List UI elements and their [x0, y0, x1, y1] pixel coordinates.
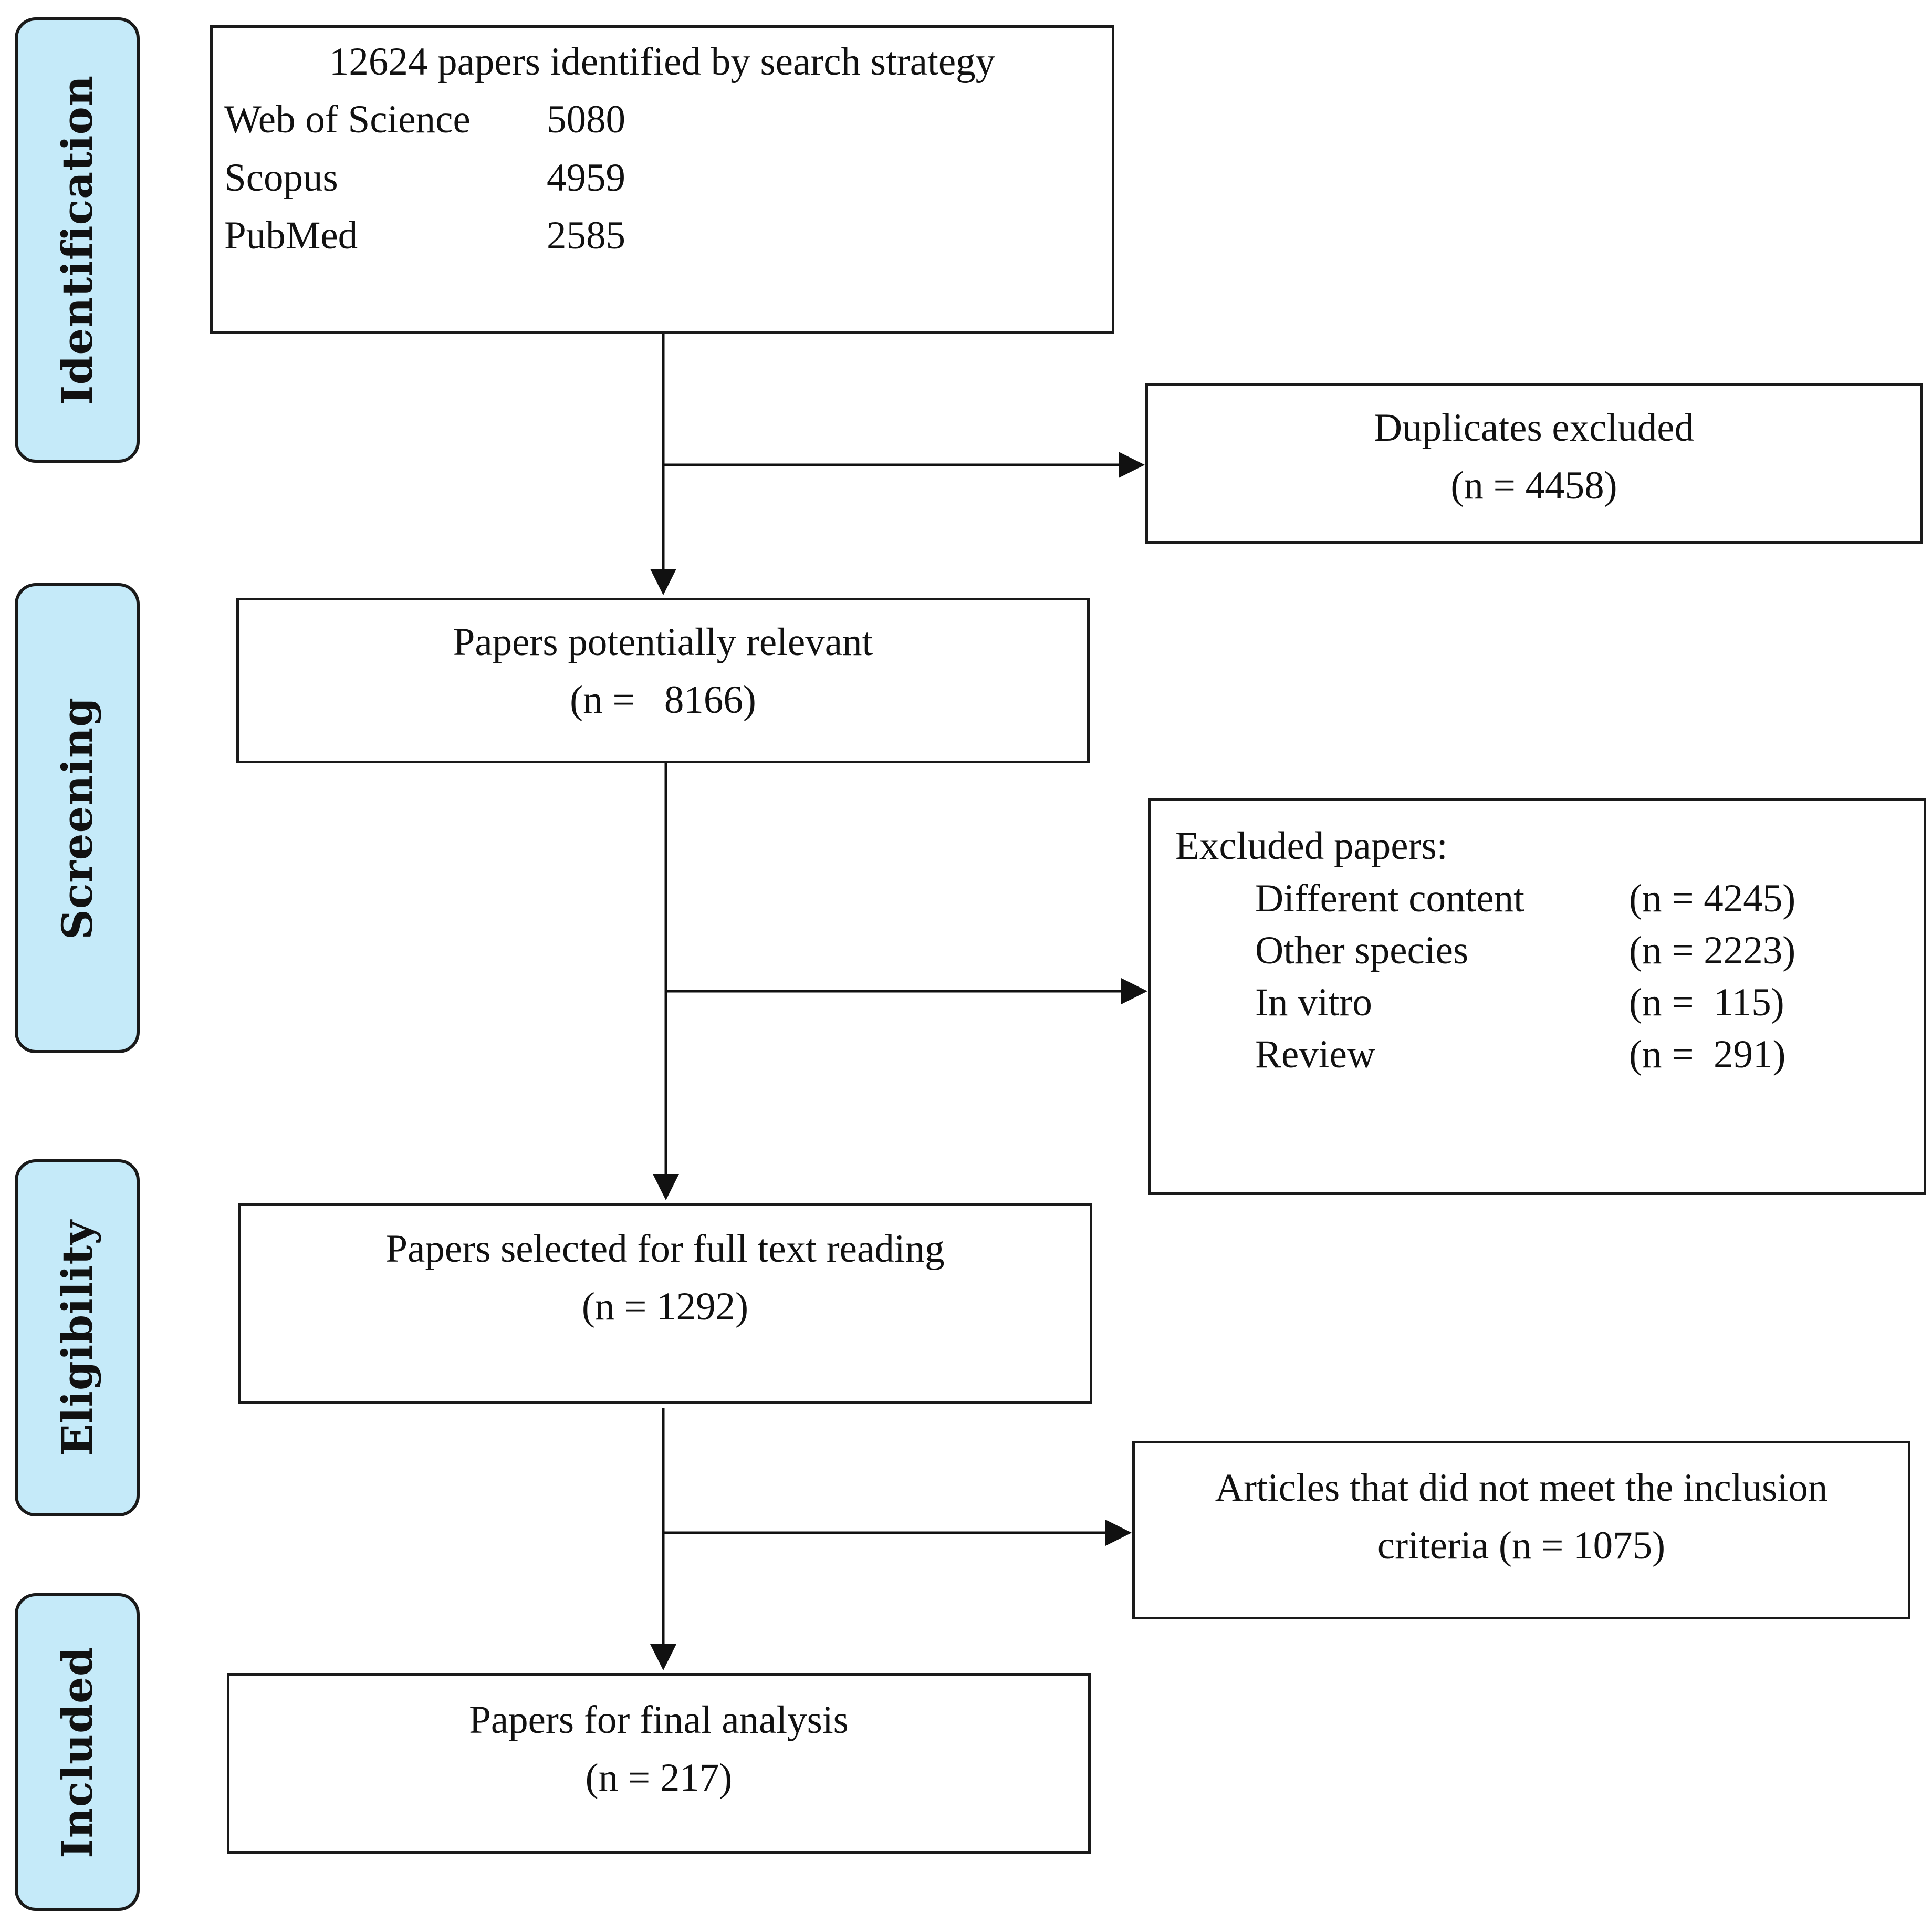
arrowhead-fulltext — [653, 1174, 679, 1200]
arrowhead-final — [650, 1644, 676, 1670]
excluded-count: (n = 291) — [1629, 1033, 1786, 1076]
stage-eligibility: Eligibility — [15, 1159, 140, 1516]
relevant-count: (n = 8166) — [570, 678, 756, 722]
arrowhead-criteria — [1105, 1520, 1132, 1546]
duplicates-box: Duplicates excluded (n = 4458) — [1145, 383, 1923, 544]
stage-screening-label: Screening — [53, 697, 102, 940]
excluded-count: (n = 2223) — [1629, 929, 1796, 972]
duplicates-count: (n = 4458) — [1450, 464, 1617, 507]
excluded-reason: In vitro — [1255, 981, 1372, 1024]
stage-eligibility-label: Eligibility — [53, 1220, 102, 1456]
criteria-line1: Articles that did not meet the inclusion — [1215, 1466, 1828, 1510]
source-name-pubmed: PubMed — [224, 214, 358, 257]
excluded-heading: Excluded papers: — [1175, 824, 1448, 868]
fulltext-label: Papers selected for full text reading — [385, 1227, 945, 1271]
excluded-box: Excluded papers: Different content (n = … — [1148, 798, 1926, 1195]
excluded-reason: Different content — [1255, 877, 1524, 920]
stage-included-label: Included — [53, 1646, 102, 1858]
final-label: Papers for final analysis — [469, 1698, 849, 1742]
excluded-reason: Other species — [1255, 929, 1469, 972]
stage-identification-label: Identification — [53, 75, 102, 405]
excluded-reason: Review — [1255, 1033, 1376, 1076]
final-box: Papers for final analysis (n = 217) — [227, 1673, 1091, 1854]
stage-screening: Screening — [15, 583, 140, 1053]
identification-heading: 12624 papers identified by search strate… — [329, 40, 996, 84]
fulltext-box: Papers selected for full text reading (n… — [238, 1203, 1092, 1404]
excluded-count: (n = 115) — [1629, 981, 1784, 1024]
relevant-label: Papers potentially relevant — [453, 620, 873, 664]
arrowhead-duplicates — [1119, 452, 1145, 478]
relevant-box: Papers potentially relevant (n = 8166) — [236, 598, 1090, 763]
source-name-web-of-science: Web of Science — [224, 98, 471, 141]
identification-box: 12624 papers identified by search strate… — [210, 25, 1114, 334]
arrowhead-relevant — [650, 569, 676, 595]
arrowhead-excluded — [1121, 978, 1147, 1004]
duplicates-label: Duplicates excluded — [1373, 406, 1695, 450]
stage-included: Included — [15, 1593, 140, 1911]
excluded-count: (n = 4245) — [1629, 877, 1796, 920]
criteria-line2: criteria (n = 1075) — [1377, 1524, 1666, 1567]
fulltext-count: (n = 1292) — [581, 1285, 749, 1328]
source-count-pubmed: 2585 — [547, 214, 625, 257]
source-name-scopus: Scopus — [224, 156, 338, 200]
criteria-box: Articles that did not meet the inclusion… — [1132, 1441, 1910, 1619]
source-count-scopus: 4959 — [547, 156, 625, 200]
stage-identification: Identification — [15, 17, 140, 463]
final-count: (n = 217) — [585, 1756, 733, 1800]
source-count-web-of-science: 5080 — [547, 98, 625, 141]
